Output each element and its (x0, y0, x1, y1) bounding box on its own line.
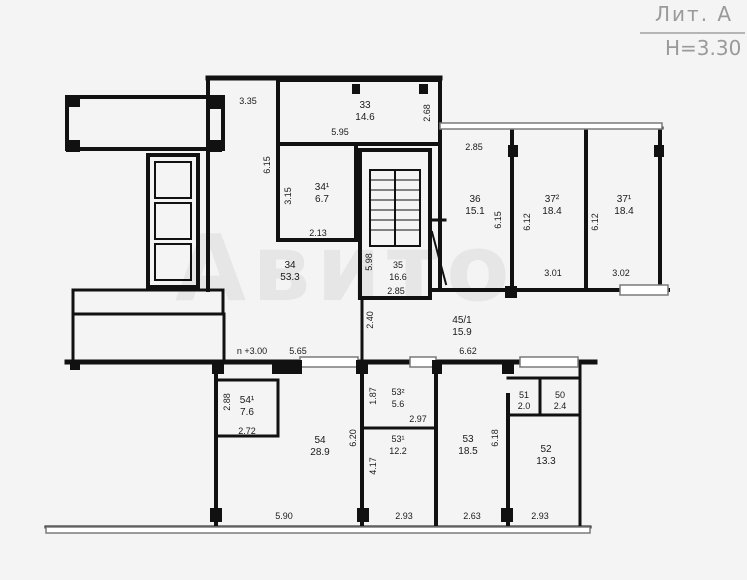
elevator-shaft (146, 153, 200, 289)
dim-5-95: 5.95 (331, 127, 349, 137)
dim-2-85-stair: 2.85 (387, 286, 405, 296)
room-34-1-walls (276, 142, 358, 242)
room-34-1-num: 34¹ (315, 182, 330, 193)
room-34-1-area: 6.7 (315, 194, 329, 205)
room-37-1-area: 18.4 (614, 206, 634, 217)
dim-2-97: 2.97 (409, 414, 427, 424)
room-45-1-num: 45/1 (452, 315, 472, 326)
dim-5-65: 5.65 (289, 346, 307, 356)
dim-2-88: 2.88 (222, 393, 232, 411)
dim-2-68: 2.68 (422, 104, 432, 122)
room-51-num: 51 (519, 390, 529, 400)
dim-2-72: 2.72 (238, 426, 256, 436)
room-50-area: 2.4 (554, 401, 567, 411)
room-35-area: 16.6 (389, 272, 407, 282)
dim-2-93-b: 2.93 (531, 511, 549, 521)
room-36-area: 15.1 (465, 206, 485, 217)
dim-5-98: 5.98 (364, 253, 374, 271)
dim-2-40: 2.40 (365, 311, 375, 329)
room-45-1-area: 15.9 (452, 327, 472, 338)
left-balcony-room (65, 95, 225, 151)
dim-3-01: 3.01 (544, 268, 562, 278)
dim-5-90: 5.90 (275, 511, 293, 521)
room-33-num: 33 (359, 100, 371, 111)
dim-6-12-a: 6.12 (522, 213, 532, 231)
room-54-area: 28.9 (310, 447, 330, 458)
dim-4-17: 4.17 (368, 457, 378, 475)
dim-6-62: 6.62 (459, 346, 477, 356)
room-50-num: 50 (555, 390, 565, 400)
room-35-num: 35 (393, 260, 403, 270)
dim-3-15: 3.15 (283, 187, 293, 205)
ceiling-height-label: Н=3.30 (665, 36, 742, 60)
header-rule (640, 32, 745, 34)
dim-1-87: 1.87 (368, 387, 378, 405)
left-lower-room (71, 288, 225, 316)
room-53-area: 18.5 (458, 446, 478, 457)
room-37-2-num: 37² (545, 194, 560, 205)
room-34-area: 53.3 (280, 272, 300, 283)
room-53-2-num: 53² (391, 387, 404, 397)
dim-3-35: 3.35 (239, 96, 257, 106)
dim-6-18: 6.18 (490, 429, 500, 447)
columns (66, 84, 664, 522)
dim-elev-3-00: n +3.00 (237, 346, 267, 356)
dim-2-85-top: 2.85 (465, 142, 483, 152)
dim-2-63: 2.63 (463, 511, 481, 521)
room-54-1-area: 7.6 (240, 407, 254, 418)
room-53-1-num: 53¹ (391, 434, 404, 444)
dim-6-15-right: 6.15 (493, 211, 503, 229)
watermark: Авито (175, 215, 516, 322)
room-54-num: 54 (314, 435, 326, 446)
room-52-area: 13.3 (536, 456, 556, 467)
room-54-1-num: 54¹ (240, 395, 255, 406)
dim-6-12-b: 6.12 (590, 213, 600, 231)
dim-3-02: 3.02 (612, 268, 630, 278)
room-51-area: 2.0 (518, 401, 531, 411)
room-33-walls (276, 78, 442, 146)
liter-label: Лит. А (655, 2, 734, 26)
room-54-1-walls (214, 378, 280, 438)
dim-2-13: 2.13 (309, 228, 327, 238)
room-37-1-num: 37¹ (617, 194, 632, 205)
room-53-1-area: 12.2 (389, 446, 407, 456)
stair-treads (369, 169, 421, 247)
room-34-num: 34 (284, 260, 296, 271)
room-37-2-area: 18.4 (542, 206, 562, 217)
room-53-num: 53 (462, 434, 474, 445)
dim-6-20: 6.20 (348, 429, 358, 447)
dimension-labels: 3.35 5.95 2.68 6.15 3.15 2.13 2.85 6.15 … (222, 96, 630, 521)
room-52-num: 52 (540, 444, 552, 455)
windows (45, 122, 669, 534)
walls (44, 75, 670, 529)
room-labels: 33 14.6 34¹ 6.7 34 53.3 35 16.6 36 15.1 … (240, 100, 634, 467)
room-33-area: 14.6 (355, 112, 375, 123)
dim-6-15-left: 6.15 (262, 156, 272, 174)
room-36-num: 36 (469, 194, 481, 205)
room-53-2-area: 5.6 (392, 399, 405, 409)
dim-2-93-a: 2.93 (395, 511, 413, 521)
